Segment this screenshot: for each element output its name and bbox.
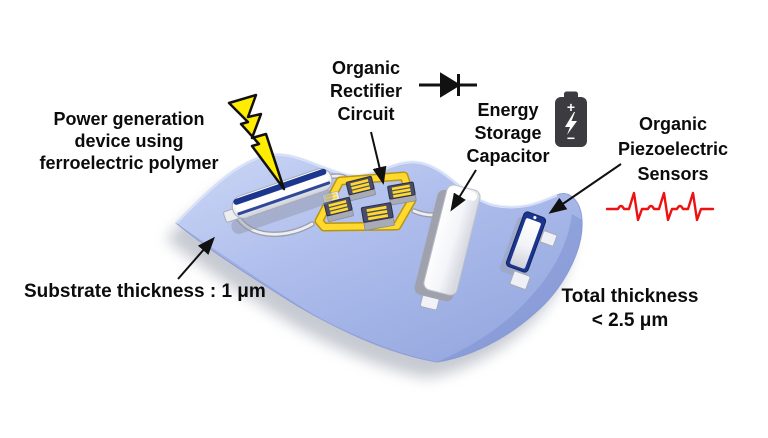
energy-storage-label-line2: Storage: [474, 123, 542, 143]
diode-chip-bottom: [360, 202, 395, 231]
piezoelectric-sensor-device: [499, 211, 558, 290]
organic-piezo-label-line2: Piezoelectric: [617, 139, 729, 159]
diode-chip-left: [323, 196, 354, 222]
battery-bolt-glyph: [565, 112, 577, 135]
sensor-arrow: [548, 163, 622, 214]
energy-storage-label-line3: Capacitor: [466, 146, 550, 166]
battery-icon: + −: [555, 91, 587, 147]
organic-piezo-label-line1: Organic: [638, 114, 708, 134]
total-thickness-label-line1: Total thickness: [561, 286, 699, 307]
battery-minus-sign: −: [567, 130, 575, 146]
substrate-thickness-label: Substrate thickness : 1 μm: [24, 281, 266, 302]
energy-storage-label-line1: Energy: [477, 100, 539, 120]
capacitor-arrow: [450, 169, 477, 212]
annotation-arrows: [177, 131, 622, 280]
organic-rectifier-label-line1: Organic: [331, 58, 401, 78]
power-generation-label-line2: device using: [74, 131, 184, 151]
energy-storage-label: Energy Storage Capacitor: [446, 99, 570, 168]
power-generation-label-line1: Power generation: [53, 109, 205, 129]
total-thickness-label-line2: < 2.5 μm: [591, 310, 669, 331]
battery-plus-sign: +: [567, 99, 575, 115]
total-thickness-label: Total thickness < 2.5 μm: [549, 285, 711, 333]
circuit-pad: [322, 191, 340, 203]
diode-chip-right: [387, 181, 417, 206]
organic-piezo-label: Organic Piezoelectric Sensors: [594, 112, 752, 187]
lightning-bolt-icon: [227, 93, 286, 191]
power-generation-label: Power generation device using ferroelect…: [18, 108, 240, 174]
diode-icon: [419, 72, 477, 98]
diode-chip-top: [345, 175, 376, 201]
organic-piezo-label-line3: Sensors: [637, 164, 709, 184]
organic-rectifier-label: Organic Rectifier Circuit: [301, 57, 431, 126]
substrate-curl-right: [437, 214, 583, 362]
power-generation-label-line3: ferroelectric polymer: [39, 153, 219, 173]
organic-rectifier-label-line3: Circuit: [337, 104, 395, 124]
ecg-waveform-icon: [605, 191, 715, 222]
organic-rectifier-label-line2: Rectifier: [329, 81, 403, 101]
rectifier-arrow: [370, 131, 387, 185]
substrate-arrow: [177, 236, 215, 280]
